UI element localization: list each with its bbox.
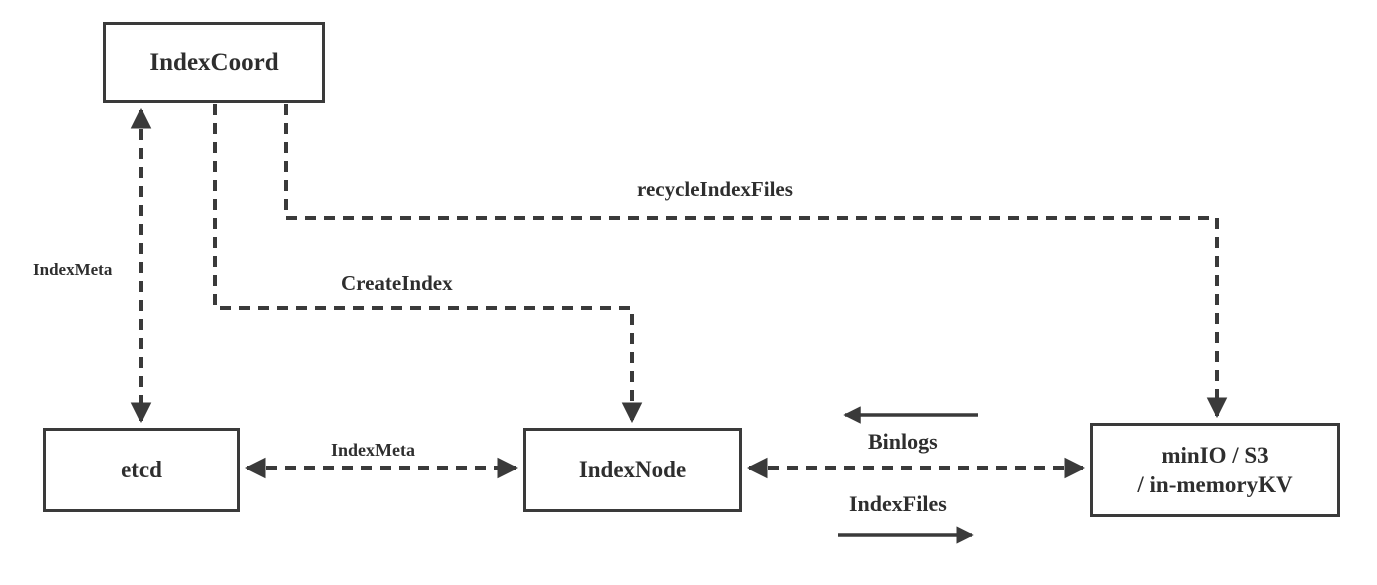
node-indexnode-label: IndexNode: [578, 457, 687, 483]
edge-label-indexmeta-coord: IndexMeta: [33, 260, 113, 279]
edge-label-recycleindexfiles: recycleIndexFiles: [637, 177, 793, 201]
edge-label-createindex: CreateIndex: [341, 271, 453, 295]
node-etcd[interactable]: etcd: [43, 428, 240, 512]
edge-label-indexfiles: IndexFiles: [849, 491, 947, 516]
node-indexnode[interactable]: IndexNode: [523, 428, 742, 512]
connector-recycleindexfiles: [284, 104, 1228, 419]
node-minio[interactable]: minIO / S3 / in-memoryKV: [1090, 423, 1340, 517]
connector-createindex: [213, 104, 643, 424]
edge-label-indexmeta-node: IndexMeta: [331, 440, 415, 460]
node-indexcoord-label: IndexCoord: [149, 48, 279, 76]
node-etcd-label: etcd: [121, 457, 162, 483]
node-indexcoord[interactable]: IndexCoord: [103, 22, 325, 103]
node-minio-label-line1: minIO / S3: [1161, 442, 1269, 468]
edge-label-binlogs: Binlogs: [868, 429, 938, 454]
node-minio-label-line2: / in-memoryKV: [1137, 472, 1293, 497]
